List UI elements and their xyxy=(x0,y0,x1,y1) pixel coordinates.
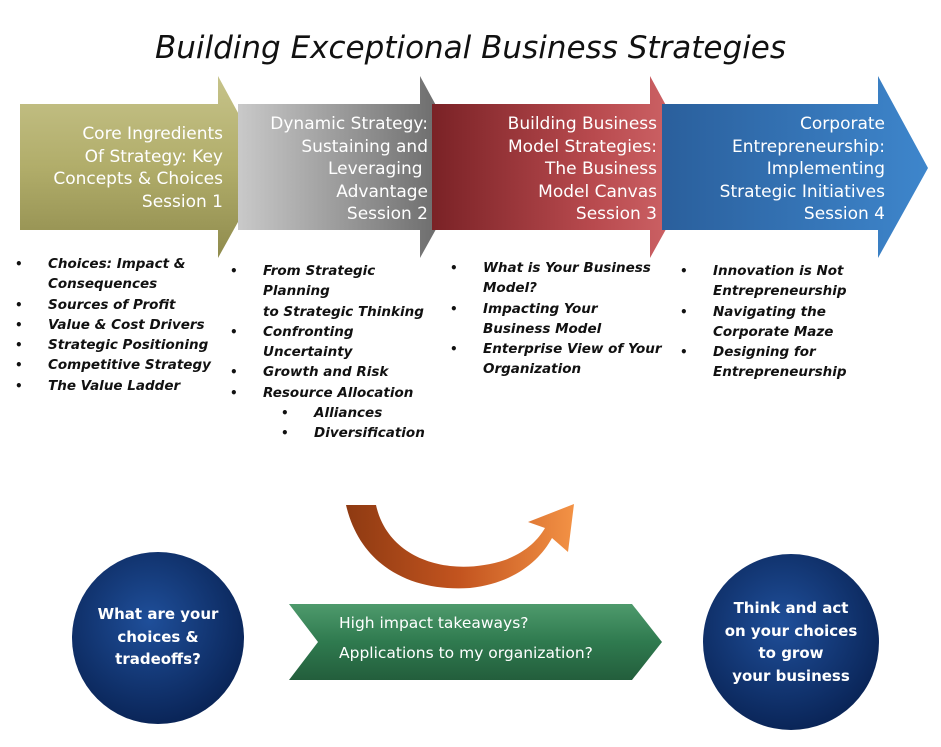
session-1-arrow xyxy=(20,76,268,258)
bullet-item: Value & Cost Drivers xyxy=(15,315,230,336)
bullet-item: Competitive Strategy xyxy=(15,355,230,376)
bullet-item: Impacting Your xyxy=(450,299,665,320)
bullet-item: Designing for xyxy=(680,342,880,363)
session-1-label-line: Of Strategy: Key xyxy=(84,146,223,167)
session-4-label-line: Corporate xyxy=(800,114,885,134)
left-circle-line: choices & xyxy=(117,627,199,646)
bullet-item: Sources of Profit xyxy=(15,295,230,316)
session-1-label-line: Concepts & Choices xyxy=(53,169,223,189)
page-title: Building Exceptional Business Strategies xyxy=(154,30,787,66)
session-4-label-line: Strategic Initiatives xyxy=(719,181,885,202)
takeaways-arrow xyxy=(289,604,662,680)
bullet-item: Resource Allocation xyxy=(230,383,445,404)
bullet-item: What is Your Business xyxy=(450,258,665,279)
bullet-item-continuation: to Strategic Thinking xyxy=(263,303,424,320)
right-circle xyxy=(703,554,879,730)
bullet-item-continuation: Consequences xyxy=(48,276,158,293)
session-3-session-number: Session 3 xyxy=(575,204,657,224)
session-1-session-number: Session 1 xyxy=(141,191,223,212)
session-2-label-line: Leveraging xyxy=(327,159,428,179)
takeaways-line: Applications to my organization? xyxy=(339,644,593,662)
bullet-item-continuation: Entrepreneurship xyxy=(713,283,847,300)
right-circle-line: your business xyxy=(732,666,850,685)
left-circle-text: What are your choices & tradeoffs? xyxy=(78,603,238,671)
right-circle-line: Think and act xyxy=(733,599,849,617)
session-4-bullets: Innovation is Not Entrepreneurship Navig… xyxy=(680,261,880,383)
right-circle-text: Think and act on your choices to grow yo… xyxy=(706,597,876,687)
bullet-item: Choices: Impact & xyxy=(15,254,230,275)
bullet-item-continuation: Organization xyxy=(483,361,582,378)
session-2-label-line: Advantage xyxy=(336,181,428,202)
bullet-item-continuation: Entrepreneurship xyxy=(713,364,847,381)
session-4-session-number: Session 4 xyxy=(803,204,885,224)
left-circle-line: What are your xyxy=(97,605,219,623)
bullet-item: The Value Ladder xyxy=(15,376,230,397)
session-3-arrow xyxy=(432,76,700,258)
sub-bullet-item: Diversification xyxy=(230,423,445,444)
session-2-label-line: Dynamic Strategy: xyxy=(270,114,428,134)
session-3-label-line: Building Business xyxy=(507,114,657,134)
sub-bullet-item: Alliances xyxy=(230,403,445,424)
bullet-item: Confronting Uncertainty xyxy=(230,322,445,363)
bullet-item: Growth and Risk xyxy=(230,362,445,383)
session-1-bullets: Choices: Impact & Consequences Sources o… xyxy=(15,254,230,396)
bullet-item-continuation: Corporate Maze xyxy=(713,323,834,340)
right-circle-line: to grow xyxy=(758,644,824,662)
bullet-item: Navigating the xyxy=(680,302,880,323)
session-3-label: Building Business Model Strategies: The … xyxy=(450,113,657,226)
session-4-label-line: Implementing xyxy=(766,159,885,179)
right-circle-line: on your choices xyxy=(724,621,858,640)
session-2-session-number: Session 2 xyxy=(346,204,428,224)
session-4-label-line: Entrepreneurship: xyxy=(732,136,885,157)
bullet-item-continuation: Business Model xyxy=(483,320,602,337)
session-3-bullets: What is Your Business Model? Impacting Y… xyxy=(450,258,665,380)
left-circle xyxy=(72,552,244,724)
left-circle-line: tradeoffs? xyxy=(115,650,201,668)
session-1-label: Core Ingredients Of Strategy: Key Concep… xyxy=(28,123,223,213)
bullet-item: Innovation is Not xyxy=(680,261,880,282)
takeaways-line: High impact takeaways? xyxy=(339,614,529,632)
session-2-label: Dynamic Strategy: Sustaining and Leverag… xyxy=(238,113,428,226)
session-3-label-line: Model Strategies: xyxy=(508,136,657,157)
curved-arrow xyxy=(346,504,574,589)
bullet-item: Enterprise View of Your xyxy=(450,339,665,360)
bullet-item: From Strategic Planning xyxy=(230,261,445,302)
bullet-item: Strategic Positioning xyxy=(15,335,230,356)
session-4-label: Corporate Entrepreneurship: Implementing… xyxy=(675,113,885,226)
session-4-arrow xyxy=(662,76,928,258)
session-3-label-line: The Business xyxy=(545,159,657,179)
session-2-bullets: From Strategic Planning to Strategic Thi… xyxy=(230,261,445,444)
session-3-label-line: Model Canvas xyxy=(538,181,657,202)
session-2-label-line: Sustaining and xyxy=(301,136,428,157)
session-1-label-line: Core Ingredients xyxy=(82,124,223,144)
session-2-arrow xyxy=(238,76,470,258)
bullet-item-continuation: Model? xyxy=(483,280,537,297)
takeaways-text: High impact takeaways? Applications to m… xyxy=(339,608,639,668)
